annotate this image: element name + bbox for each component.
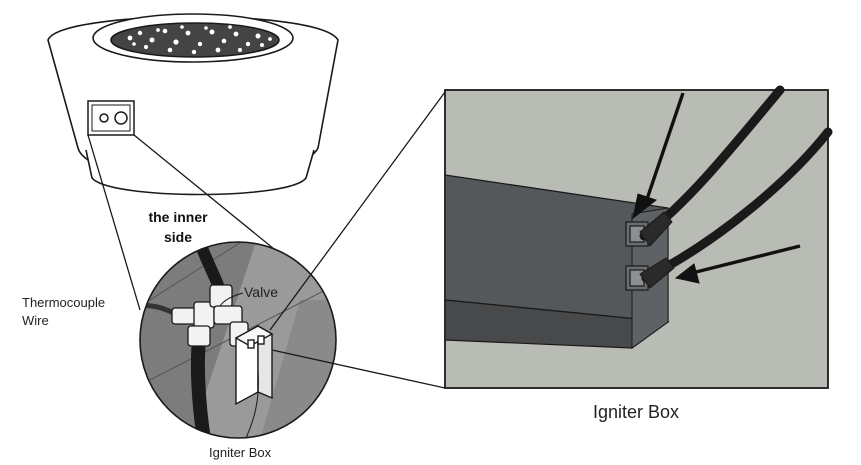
lava-rocks xyxy=(110,22,280,58)
control-panel xyxy=(87,100,135,136)
inner-side-label-line2: side xyxy=(164,229,192,245)
detail-circle xyxy=(139,241,337,439)
inner-side-label-line1: the inner xyxy=(148,209,208,225)
valve-knob-icon xyxy=(114,111,128,125)
small-igniter-box xyxy=(234,324,274,406)
thermocouple-label-line2: Wire xyxy=(22,313,49,328)
valve-leader-line xyxy=(219,292,244,307)
igniter-box-large-label: Igniter Box xyxy=(593,402,679,422)
lava-rock-texture xyxy=(127,25,272,55)
igniter-button-icon xyxy=(99,113,109,123)
igniter-box-small-label: Igniter Box xyxy=(209,445,272,460)
pointer-arrows xyxy=(632,92,801,284)
zoom-callout-lines xyxy=(269,91,446,389)
fire-pit-bowl xyxy=(47,13,339,196)
igniter-box-leader-line xyxy=(245,371,259,439)
valve-label: Valve xyxy=(244,284,278,300)
thermocouple-label-line1: Thermocouple xyxy=(22,295,105,310)
panel-leader-lines xyxy=(87,134,291,311)
igniter-box-closeup xyxy=(444,85,833,389)
